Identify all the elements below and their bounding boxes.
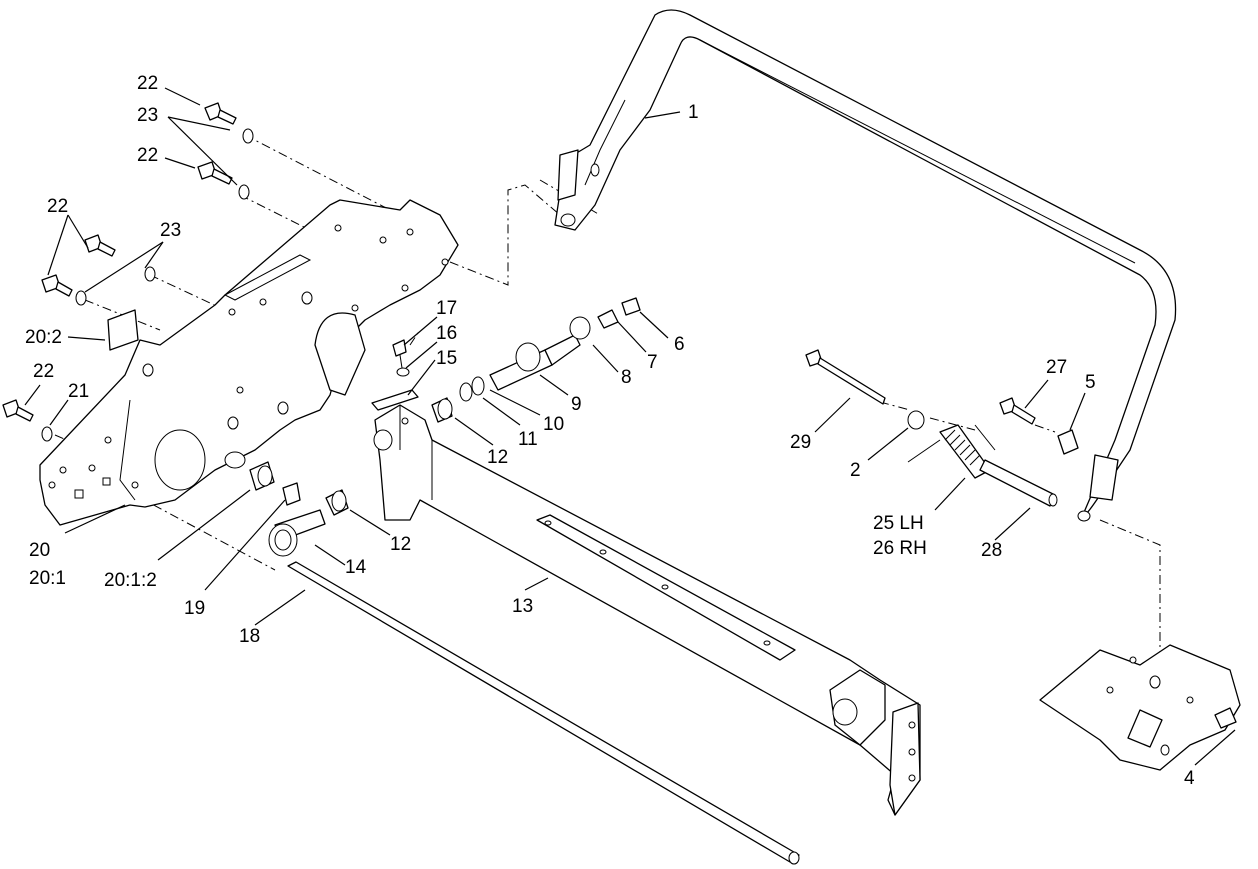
callout-22b: 22 xyxy=(137,145,158,166)
callout-20-1-2: 20:1:2 xyxy=(104,570,157,591)
washers-part-23-21 xyxy=(41,128,254,442)
side-plate-part-20 xyxy=(39,199,459,526)
screws-part-22 xyxy=(2,102,237,422)
callout-29: 29 xyxy=(790,432,811,453)
callout-15: 15 xyxy=(436,348,457,369)
callout-22c: 22 xyxy=(47,196,68,217)
callout-8: 8 xyxy=(621,367,632,388)
callout-2: 2 xyxy=(850,460,861,481)
leader-lines xyxy=(24,87,1236,766)
spring-assembly xyxy=(805,349,1079,507)
callout-21: 21 xyxy=(68,381,89,402)
lower-hardware xyxy=(249,461,326,557)
handle-loop-part-1 xyxy=(554,9,1177,522)
callout-7: 7 xyxy=(647,352,658,373)
callout-12b: 12 xyxy=(390,534,411,555)
callout-11: 11 xyxy=(518,429,538,450)
decal-part-20-2 xyxy=(107,309,139,351)
callout-12a: 12 xyxy=(487,447,508,468)
callout-26: 26 RH xyxy=(873,538,927,559)
callout-16: 16 xyxy=(436,323,457,344)
callout-13: 13 xyxy=(512,596,533,617)
callout-6: 6 xyxy=(674,334,685,355)
callout-23b: 23 xyxy=(160,220,181,241)
frame-bracket-part-13 xyxy=(373,404,921,816)
callout-17: 17 xyxy=(436,298,457,319)
plate-bosses xyxy=(48,224,449,499)
callout-18: 18 xyxy=(239,626,260,647)
rod-part-18 xyxy=(287,561,800,865)
callout-10: 10 xyxy=(543,414,564,435)
callout-22a: 22 xyxy=(137,73,158,94)
callout-28: 28 xyxy=(981,540,1002,561)
callout-20-1: 20:1 xyxy=(29,568,66,589)
callout-19: 19 xyxy=(184,598,205,619)
callout-5: 5 xyxy=(1085,372,1096,393)
callout-1: 1 xyxy=(688,102,699,123)
callout-labels: 1 22 23 22 22 23 20:2 22 21 20 20:1 20:1… xyxy=(25,73,1195,789)
center-hardware xyxy=(325,297,641,516)
callout-9: 9 xyxy=(571,394,582,415)
callout-20-2: 20:2 xyxy=(25,327,62,348)
callout-27: 27 xyxy=(1046,357,1067,378)
callout-22d: 22 xyxy=(33,361,54,382)
callout-23a: 23 xyxy=(137,105,158,126)
callout-4: 4 xyxy=(1184,768,1195,789)
callout-25: 25 LH xyxy=(873,513,924,534)
callout-14: 14 xyxy=(345,557,367,578)
mount-bracket-lower-right xyxy=(1039,644,1241,771)
callout-20: 20 xyxy=(29,540,50,561)
